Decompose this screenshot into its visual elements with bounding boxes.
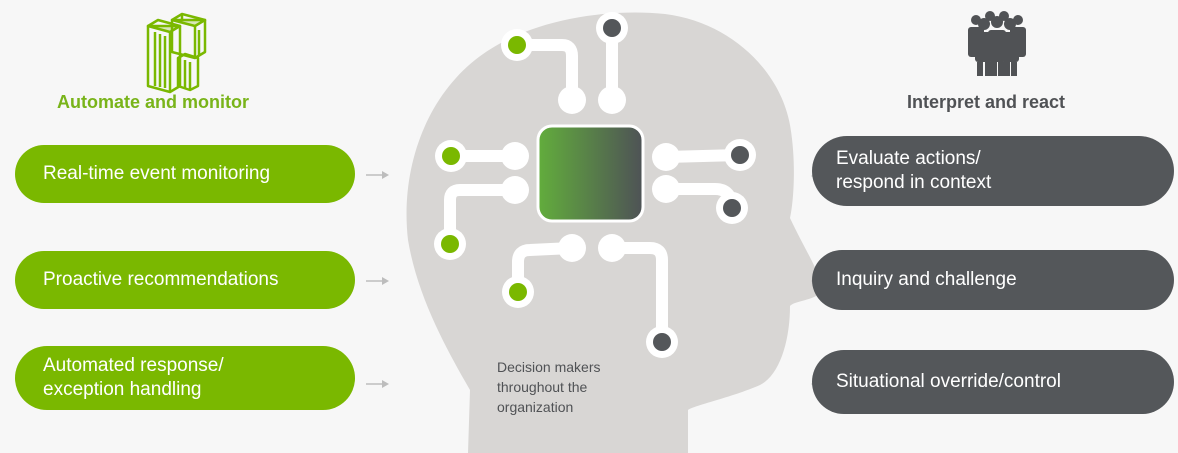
connector-node (558, 86, 586, 114)
connector-node (598, 86, 626, 114)
buildings-icon (146, 12, 207, 94)
processor-chip (536, 124, 645, 223)
connector-node (598, 234, 626, 262)
trace (511, 39, 578, 106)
pill-real-time-monitoring: Real-time event monitoring (15, 145, 355, 203)
trace (512, 242, 578, 298)
pill-inquiry-challenge: Inquiry and challenge (812, 250, 1174, 310)
interpret-heading: Interpret and react (907, 92, 1066, 112)
pill-automated-response: Automated response/ exception handling (15, 346, 355, 410)
pill-evaluate-actions: Evaluate actions/ respond in context (812, 136, 1174, 206)
automate-heading: Automate and monitor (57, 92, 249, 112)
connector-node (652, 175, 680, 203)
caption-line: organization (497, 399, 574, 415)
connector-node (501, 176, 529, 204)
caption-line: Decision makers (497, 359, 601, 375)
trace (606, 242, 668, 346)
pill-proactive-recommendations: Proactive recommendations (15, 251, 355, 309)
caption-line: throughout the (497, 379, 588, 395)
pill-situational-override: Situational override/control (812, 350, 1174, 414)
connector-node (558, 234, 586, 262)
head-silhouette (406, 12, 822, 453)
trace (444, 184, 521, 250)
people-group-icon (968, 11, 1026, 76)
head-caption: Decision makers throughout the organizat… (497, 357, 647, 417)
connector-node (501, 142, 529, 170)
connector-node (652, 143, 680, 171)
